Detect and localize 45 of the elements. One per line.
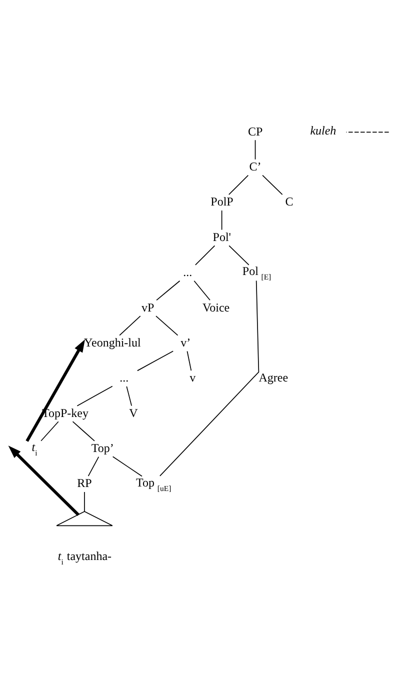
node-text: vP bbox=[142, 300, 154, 314]
node-triangle bbox=[56, 510, 113, 526]
arrow bbox=[26, 338, 86, 442]
node-text: C bbox=[285, 194, 294, 208]
connector bbox=[186, 350, 192, 370]
connector bbox=[137, 350, 174, 371]
connector bbox=[156, 280, 180, 300]
node-text: PolP bbox=[210, 194, 234, 208]
connector bbox=[40, 420, 59, 441]
connector bbox=[194, 280, 210, 300]
arrow bbox=[8, 445, 80, 516]
connector bbox=[72, 420, 95, 441]
node-text: ... bbox=[120, 370, 129, 384]
connector bbox=[160, 280, 260, 476]
node-text: Yeonghi-lul bbox=[84, 334, 141, 349]
node-text: Top’ bbox=[91, 440, 114, 455]
node-text: Top $_{[uE]}$ bbox=[136, 474, 172, 492]
connector bbox=[254, 139, 256, 160]
node-text: v’ bbox=[180, 334, 191, 349]
node-text: v bbox=[190, 370, 196, 384]
connector bbox=[88, 456, 100, 476]
connector bbox=[76, 385, 113, 406]
edge-label: Agree bbox=[258, 370, 288, 384]
node-text: CP bbox=[248, 124, 263, 138]
connector bbox=[84, 491, 85, 512]
connector bbox=[262, 174, 283, 195]
connector bbox=[194, 244, 216, 265]
connector bbox=[228, 174, 249, 195]
node-text: C’ bbox=[249, 159, 262, 174]
connector bbox=[346, 131, 390, 132]
node-text: kuleh bbox=[310, 122, 336, 137]
node-label: t$_{i}$ taytanha- bbox=[58, 548, 112, 566]
connector bbox=[221, 210, 222, 230]
node-text: Pol' bbox=[212, 229, 231, 244]
node-text: V bbox=[129, 405, 138, 420]
connector bbox=[228, 244, 250, 265]
node-text: RP bbox=[77, 476, 92, 490]
node-text: ... bbox=[183, 264, 192, 279]
connector bbox=[156, 315, 178, 336]
node-text: t$_{i}$ bbox=[32, 440, 38, 458]
node-text: Voice bbox=[202, 300, 230, 314]
connector bbox=[112, 456, 142, 476]
node-text: Pol $_{[E]}$ bbox=[242, 264, 272, 282]
connector bbox=[126, 386, 132, 406]
connector bbox=[119, 315, 141, 336]
